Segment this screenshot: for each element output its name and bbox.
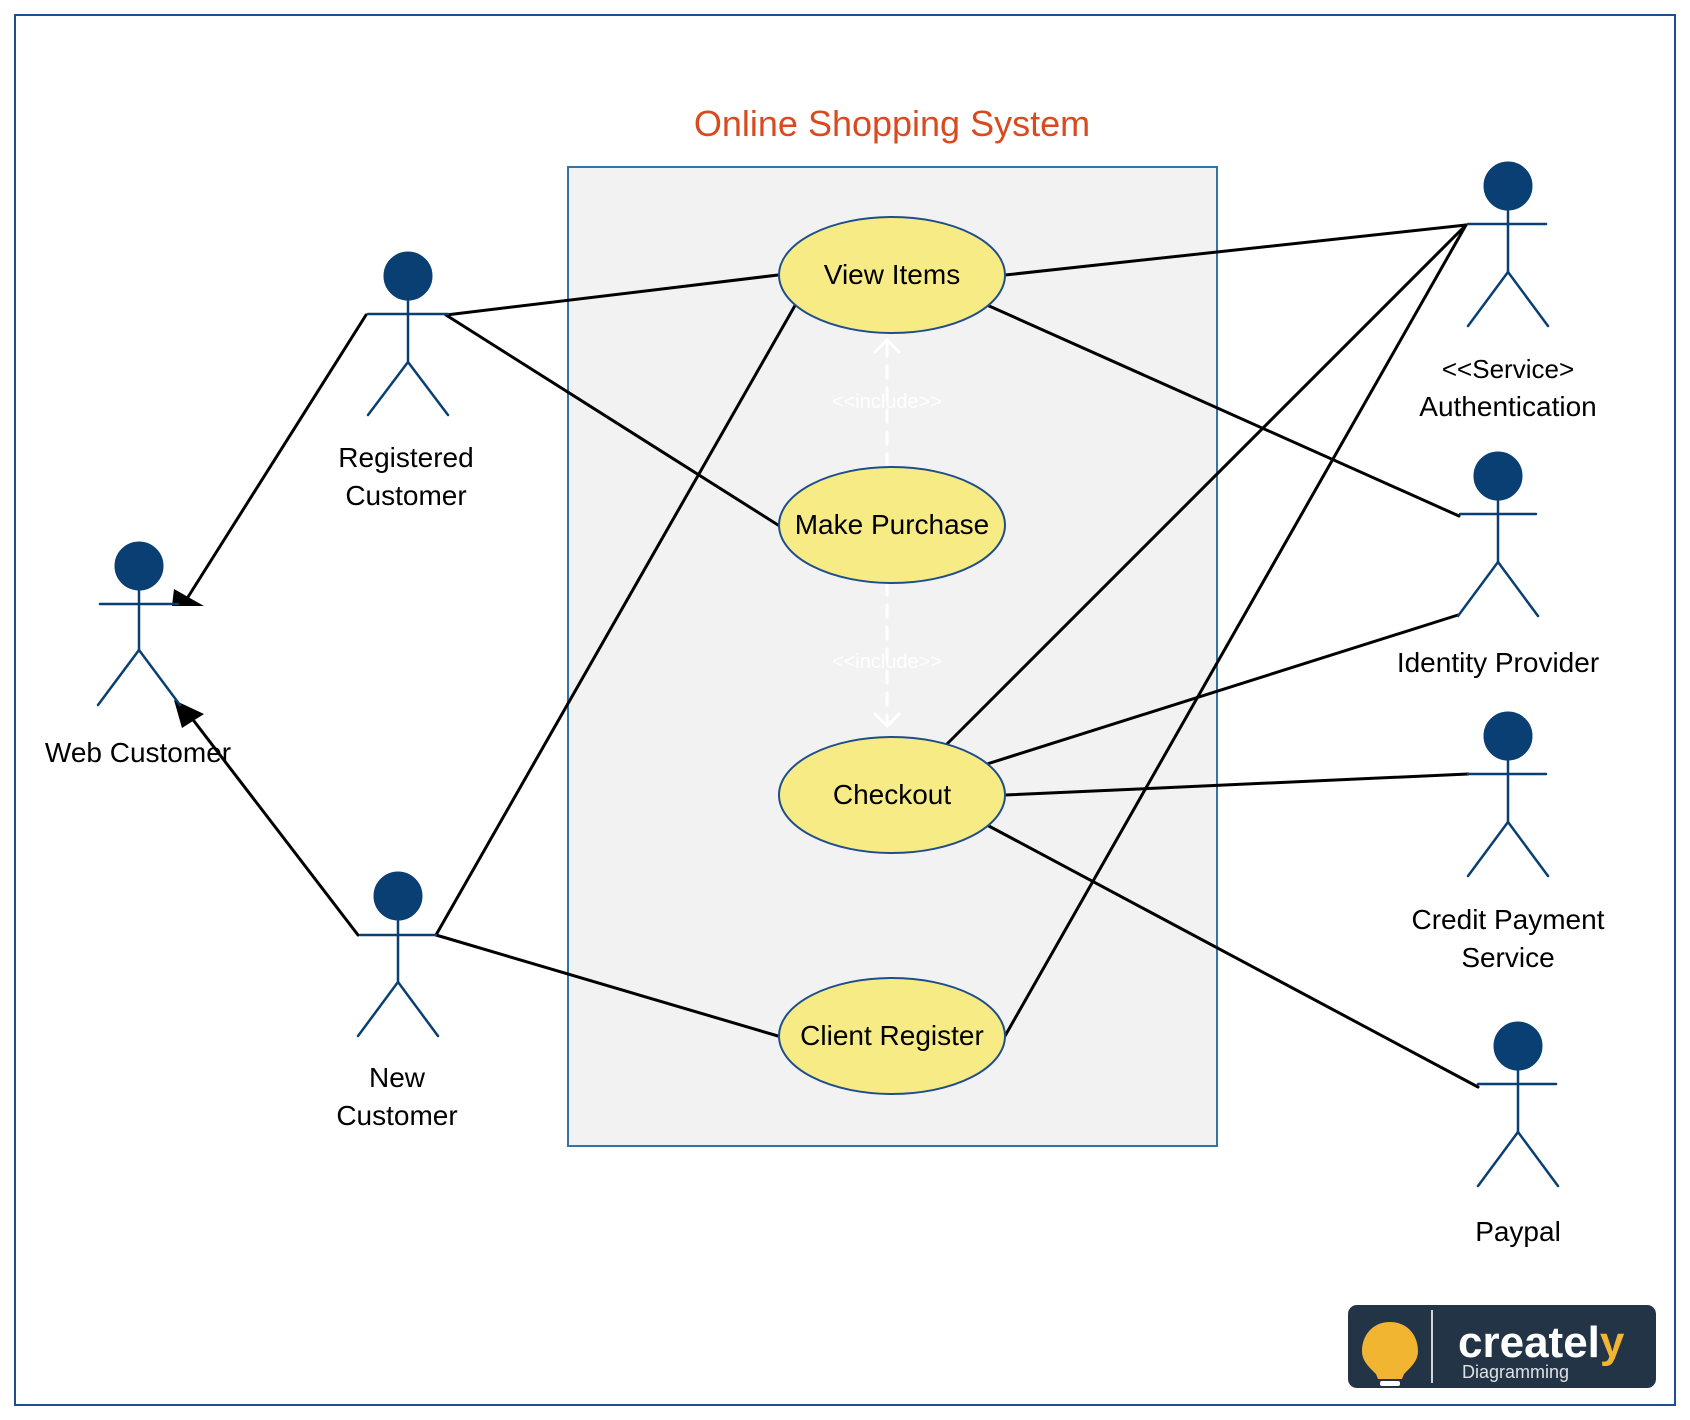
- actor-paypal: Paypal: [1475, 1021, 1561, 1247]
- identity-provider-right-leg: [1496, 560, 1540, 618]
- logo-tagline: Diagramming: [1462, 1362, 1569, 1382]
- registered-customer-label-line-1: Registered: [338, 442, 473, 473]
- creately-logo: creately Diagramming: [1348, 1305, 1656, 1388]
- new-customer-head: [373, 871, 423, 921]
- credit-payment-label-line-1: Credit Payment: [1412, 904, 1605, 935]
- checkout-label: Checkout: [833, 779, 952, 810]
- use-case-checkout: Checkout: [778, 736, 1006, 854]
- association-view-items-identity-provider: [985, 303, 1461, 518]
- actor-authentication-service: <<Service> Authentication: [1419, 161, 1597, 422]
- paypal-head: [1493, 1021, 1543, 1071]
- actor-identity-provider: Identity Provider: [1397, 451, 1599, 678]
- generalization-arrowhead-registered: [172, 589, 204, 606]
- include-arrowhead-checkout: [873, 712, 901, 728]
- registered-customer-left-leg: [366, 360, 410, 417]
- diagram-title: Online Shopping System: [694, 103, 1090, 144]
- actor-web-customer: Web Customer: [45, 541, 231, 768]
- new-customer-label-line-1: New: [369, 1062, 426, 1093]
- lightbulb-base: [1380, 1381, 1400, 1386]
- association-client-register-authentication: [1003, 223, 1468, 1038]
- include-arrowhead-view-items: [873, 338, 901, 354]
- client-register-label: Client Register: [800, 1020, 984, 1051]
- actor-credit-payment-service: Credit Payment Service: [1412, 711, 1605, 973]
- actor-new-customer: New Customer: [336, 871, 458, 1131]
- logo-background: [1348, 1305, 1656, 1388]
- association-checkout-credit-payment: [1003, 772, 1470, 797]
- new-customer-left-leg: [356, 980, 400, 1038]
- registered-customer-right-leg: [406, 360, 450, 417]
- paypal-label: Paypal: [1475, 1216, 1561, 1247]
- identity-provider-head: [1473, 451, 1523, 501]
- generalization-arrowhead-new: [174, 700, 204, 728]
- association-registered-make-purchase: [444, 313, 780, 527]
- new-customer-label-line-2: Customer: [336, 1100, 457, 1131]
- web-customer-right-leg: [137, 648, 182, 707]
- lightbulb-icon: [1362, 1322, 1418, 1386]
- association-checkout-paypal: [985, 823, 1480, 1089]
- web-customer-left-leg: [96, 648, 141, 707]
- association-view-items-authentication: [1003, 223, 1468, 277]
- view-items-label: View Items: [824, 259, 960, 290]
- authentication-head: [1483, 161, 1533, 211]
- include-label-1: <<include>>: [832, 391, 942, 413]
- credit-payment-left-leg: [1466, 820, 1510, 878]
- include-label-2: <<include>>: [832, 651, 942, 673]
- view-items-oval: [778, 216, 1006, 334]
- identity-provider-label: Identity Provider: [1397, 647, 1599, 678]
- credit-payment-label-line-2: Service: [1461, 942, 1554, 973]
- checkout-oval: [778, 736, 1006, 854]
- use-case-make-purchase: Make Purchase: [778, 466, 1006, 584]
- use-case-view-items: View Items: [778, 216, 1006, 334]
- registered-customer-head: [383, 251, 433, 301]
- use-case-client-register: Client Register: [778, 977, 1006, 1095]
- association-checkout-authentication: [944, 223, 1468, 747]
- paypal-right-leg: [1516, 1130, 1560, 1188]
- authentication-left-leg: [1466, 270, 1510, 328]
- association-new-customer-client-register: [434, 933, 780, 1038]
- web-customer-label: Web Customer: [45, 737, 231, 768]
- association-registered-view-items: [444, 273, 780, 317]
- authentication-label-line-1: <<Service>: [1442, 354, 1574, 384]
- authentication-right-leg: [1506, 270, 1550, 328]
- make-purchase-label: Make Purchase: [795, 509, 990, 540]
- web-customer-head: [114, 541, 164, 591]
- client-register-oval: [778, 977, 1006, 1095]
- registered-customer-label-line-2: Customer: [345, 480, 466, 511]
- diagram-frame: [14, 14, 1676, 1406]
- make-purchase-oval: [778, 466, 1006, 584]
- credit-payment-head: [1483, 711, 1533, 761]
- lightbulb-glass: [1362, 1322, 1418, 1379]
- generalization-new-to-web: [182, 706, 360, 937]
- new-customer-right-leg: [396, 980, 440, 1038]
- logo-brand: creately: [1458, 1318, 1625, 1367]
- generalization-registered-to-web: [186, 313, 368, 599]
- identity-provider-left-leg: [1456, 560, 1500, 618]
- credit-payment-right-leg: [1506, 820, 1550, 878]
- association-new-customer-view-items: [434, 300, 799, 937]
- authentication-label-line-2: Authentication: [1419, 391, 1596, 422]
- association-checkout-identity-provider: [985, 613, 1460, 766]
- paypal-left-leg: [1476, 1130, 1520, 1188]
- actor-registered-customer: Registered Customer: [338, 251, 474, 511]
